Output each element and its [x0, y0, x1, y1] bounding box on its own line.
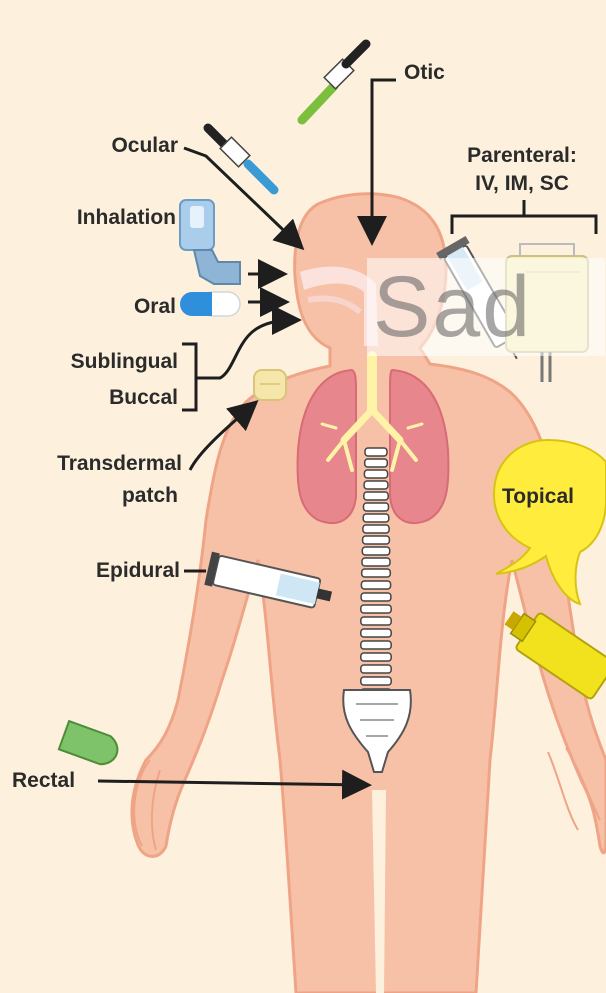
vertebra: [361, 641, 391, 649]
vertebra: [365, 448, 387, 456]
ocular-dropper-icon: [208, 128, 274, 190]
vertebra: [365, 459, 388, 467]
vertebra: [362, 569, 391, 577]
label-ocular: Ocular: [60, 134, 178, 158]
transdermal-patch-icon: [254, 370, 286, 400]
label-otic: Otic: [404, 61, 445, 85]
vertebra: [363, 536, 390, 544]
label-transdermal-patch: patch: [60, 484, 178, 508]
vertebra: [363, 525, 389, 533]
vertebra: [361, 605, 391, 613]
vertebra: [361, 617, 391, 625]
label-parenteral: Parenteral:: [440, 144, 604, 168]
watermark: Sad: [367, 258, 605, 356]
vertebra: [364, 470, 387, 478]
label-epidural: Epidural: [20, 559, 180, 583]
vertebra: [364, 492, 388, 500]
label-parenteral-routes: IV, IM, SC: [440, 172, 604, 196]
inhaler-icon: [180, 200, 240, 284]
vertebra: [361, 593, 391, 601]
label-topical: Topical: [502, 485, 574, 509]
vertebra: [362, 558, 390, 566]
vertebra: [361, 629, 391, 637]
vertebra: [364, 503, 389, 511]
vertebra: [362, 547, 389, 555]
vertebra: [361, 581, 390, 589]
label-oral: Oral: [90, 295, 176, 319]
label-buccal: Buccal: [60, 386, 178, 410]
otic-dropper-icon: [302, 44, 366, 120]
pill-icon: [180, 292, 240, 316]
label-rectal: Rectal: [12, 769, 75, 793]
vertebra: [361, 665, 391, 673]
spine: [361, 448, 391, 697]
label-sublingual: Sublingual: [10, 350, 178, 374]
vertebra: [364, 481, 388, 489]
vertebra: [361, 677, 391, 685]
vertebra: [363, 514, 389, 522]
label-inhalation: Inhalation: [20, 206, 176, 230]
vertebra: [361, 653, 391, 661]
suppository-icon: [59, 721, 122, 768]
label-transdermal: Transdermal: [0, 452, 182, 476]
